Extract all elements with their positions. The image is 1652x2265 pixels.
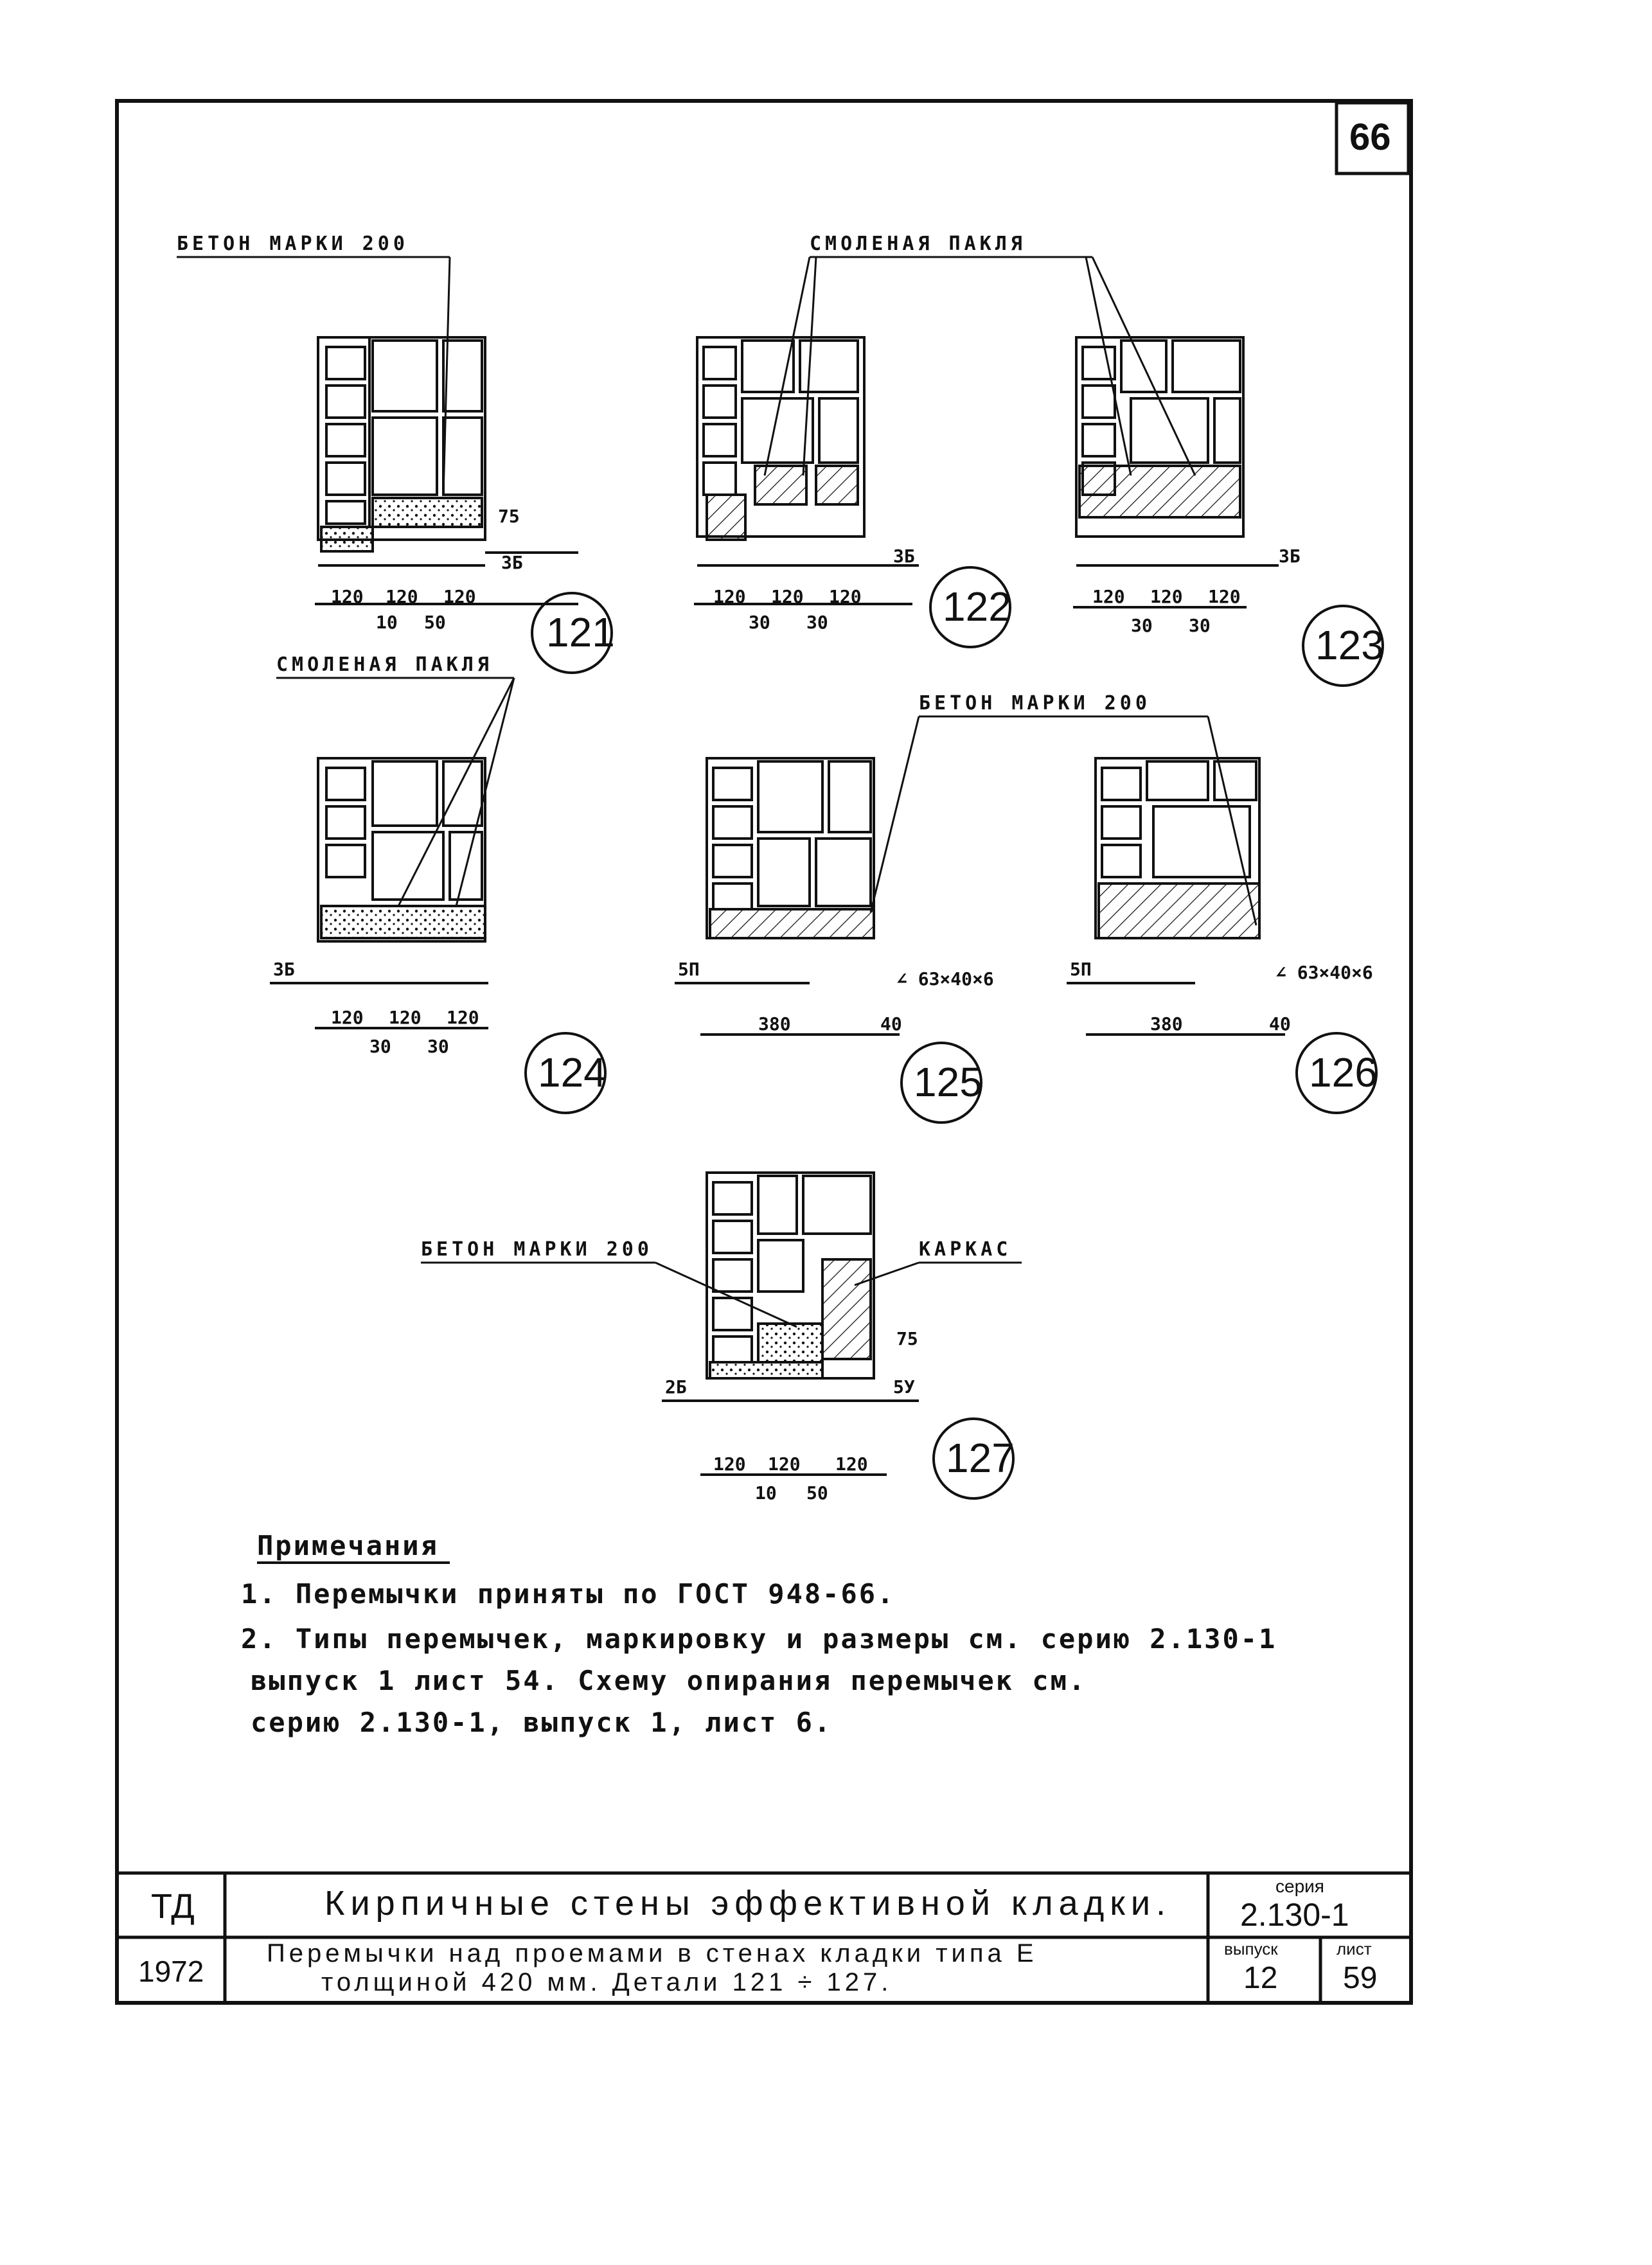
title-block-series: 2.130-1 xyxy=(1240,1897,1349,1933)
detail-127-circle xyxy=(932,1417,1015,1500)
detail-122-drawing xyxy=(694,336,1011,648)
title-block-sheet-label: лист xyxy=(1337,1939,1372,1959)
dim-127-b: 120 xyxy=(768,1453,801,1475)
dim-121-a: 120 xyxy=(331,586,364,607)
page-number: 66 xyxy=(1349,116,1391,158)
detail-126-circle xyxy=(1295,1032,1378,1114)
mark-124: 3Б xyxy=(273,959,295,980)
sheet-frame xyxy=(115,99,1413,2005)
dim-127-c: 120 xyxy=(835,1453,868,1475)
mark-125: 5П xyxy=(678,959,700,980)
dim-124-d: 30 xyxy=(369,1036,391,1057)
dim-124-e: 30 xyxy=(427,1036,449,1057)
dim-121-d: 10 xyxy=(376,612,398,633)
title-block-sheet: 59 xyxy=(1343,1961,1378,1995)
dim-122-e: 30 xyxy=(806,612,828,633)
detail-123-drawing xyxy=(1073,336,1384,687)
title-block-title2a: Перемычки над проемами в стенах кладки т… xyxy=(267,1939,1038,1967)
detail-125-drawing xyxy=(675,757,982,1124)
title-block-issue: 12 xyxy=(1243,1961,1278,1995)
detail-121-drawing xyxy=(315,336,613,674)
title-block-title2b: толщиной 420 мм. Детали 121 ÷ 127. xyxy=(321,1968,893,1996)
mark-121: 3Б xyxy=(501,552,523,573)
title-block-year: 1972 xyxy=(138,1955,204,1988)
label-angle-126: ∠ 63×40×6 xyxy=(1275,962,1373,983)
dim-124-b: 120 xyxy=(389,1007,422,1028)
dim-123-a: 120 xyxy=(1092,586,1125,607)
dim-126-a: 380 xyxy=(1150,1013,1183,1035)
dim-121-e: 50 xyxy=(424,612,446,633)
notes-heading: Примечания xyxy=(257,1530,439,1561)
note-line-2: 2. Типы перемычек, маркировку и размеры … xyxy=(241,1623,1277,1655)
mark-127b: 5У xyxy=(893,1376,915,1398)
detail-126-drawing xyxy=(1067,757,1378,1114)
detail-number-127: 127 xyxy=(946,1435,1015,1481)
detail-number-121: 121 xyxy=(546,609,615,655)
mark-127a: 2Б xyxy=(665,1376,687,1398)
note-line-1: 1. Перемычки приняты по ГОСТ 948-66. xyxy=(241,1578,896,1610)
label-beton-bottom: БЕТОН МАРКИ 200 xyxy=(421,1238,653,1261)
title-block-td: ТД xyxy=(151,1887,195,1926)
page-number-box xyxy=(1335,101,1410,175)
detail-124-drawing xyxy=(270,757,607,1114)
detail-number-123: 123 xyxy=(1315,622,1384,668)
dim-122-b: 120 xyxy=(771,586,804,607)
dim-125-a: 380 xyxy=(758,1013,791,1035)
dim-123-b: 120 xyxy=(1150,586,1183,607)
dim-121-c: 120 xyxy=(443,586,476,607)
dim-124-c: 120 xyxy=(447,1007,479,1028)
dim-122-a: 120 xyxy=(713,586,746,607)
label-karkas: КАРКАС xyxy=(919,1238,1012,1261)
dim-127-a: 120 xyxy=(713,1453,746,1475)
label-pakla-mid: СМОЛЕНАЯ ПАКЛЯ xyxy=(276,653,493,676)
dim-121-f: 75 xyxy=(498,506,520,527)
mark-123: 3Б xyxy=(1279,546,1301,567)
label-beton-top: БЕТОН МАРКИ 200 xyxy=(177,233,409,255)
detail-121-circle xyxy=(531,592,613,674)
label-angle-125: ∠ 63×40×6 xyxy=(896,968,994,990)
dim-121-b: 120 xyxy=(386,586,418,607)
title-block-issue-label: выпуск xyxy=(1224,1939,1278,1959)
mark-126: 5П xyxy=(1070,959,1092,980)
dim-122-c: 120 xyxy=(829,586,862,607)
mark-122: 3Б xyxy=(893,546,915,567)
detail-125-circle xyxy=(900,1042,982,1124)
dim-127-f: 75 xyxy=(896,1328,918,1349)
detail-number-122: 122 xyxy=(943,583,1011,630)
dim-127-d: 10 xyxy=(755,1482,777,1504)
title-block-title1: Кирпичные стены эффективной кладки. xyxy=(324,1884,1172,1923)
detail-123-circle xyxy=(1302,605,1384,687)
note-line-4: серию 2.130-1, выпуск 1, лист 6. xyxy=(251,1707,833,1738)
detail-124-circle xyxy=(524,1032,607,1114)
dim-125-b: 40 xyxy=(880,1013,902,1035)
detail-122-circle xyxy=(929,566,1011,648)
dim-124-a: 120 xyxy=(331,1007,364,1028)
dim-126-b: 40 xyxy=(1269,1013,1291,1035)
detail-127-drawing xyxy=(662,1171,1015,1500)
dim-122-d: 30 xyxy=(749,612,770,633)
title-block-series-label: серия xyxy=(1275,1876,1324,1896)
dim-123-d: 30 xyxy=(1131,615,1153,636)
note-line-3: выпуск 1 лист 54. Схему опирания перемыч… xyxy=(251,1665,1087,1696)
detail-number-125: 125 xyxy=(914,1059,982,1105)
label-beton-mid: БЕТОН МАРКИ 200 xyxy=(919,692,1151,715)
detail-number-126: 126 xyxy=(1309,1049,1378,1096)
label-pakla-top: СМОЛЕНАЯ ПАКЛЯ xyxy=(810,233,1026,255)
detail-number-124: 124 xyxy=(538,1049,607,1096)
dim-127-e: 50 xyxy=(806,1482,828,1504)
dim-123-c: 120 xyxy=(1208,586,1241,607)
title-block-lines xyxy=(117,1871,1411,2003)
dim-123-e: 30 xyxy=(1189,615,1211,636)
